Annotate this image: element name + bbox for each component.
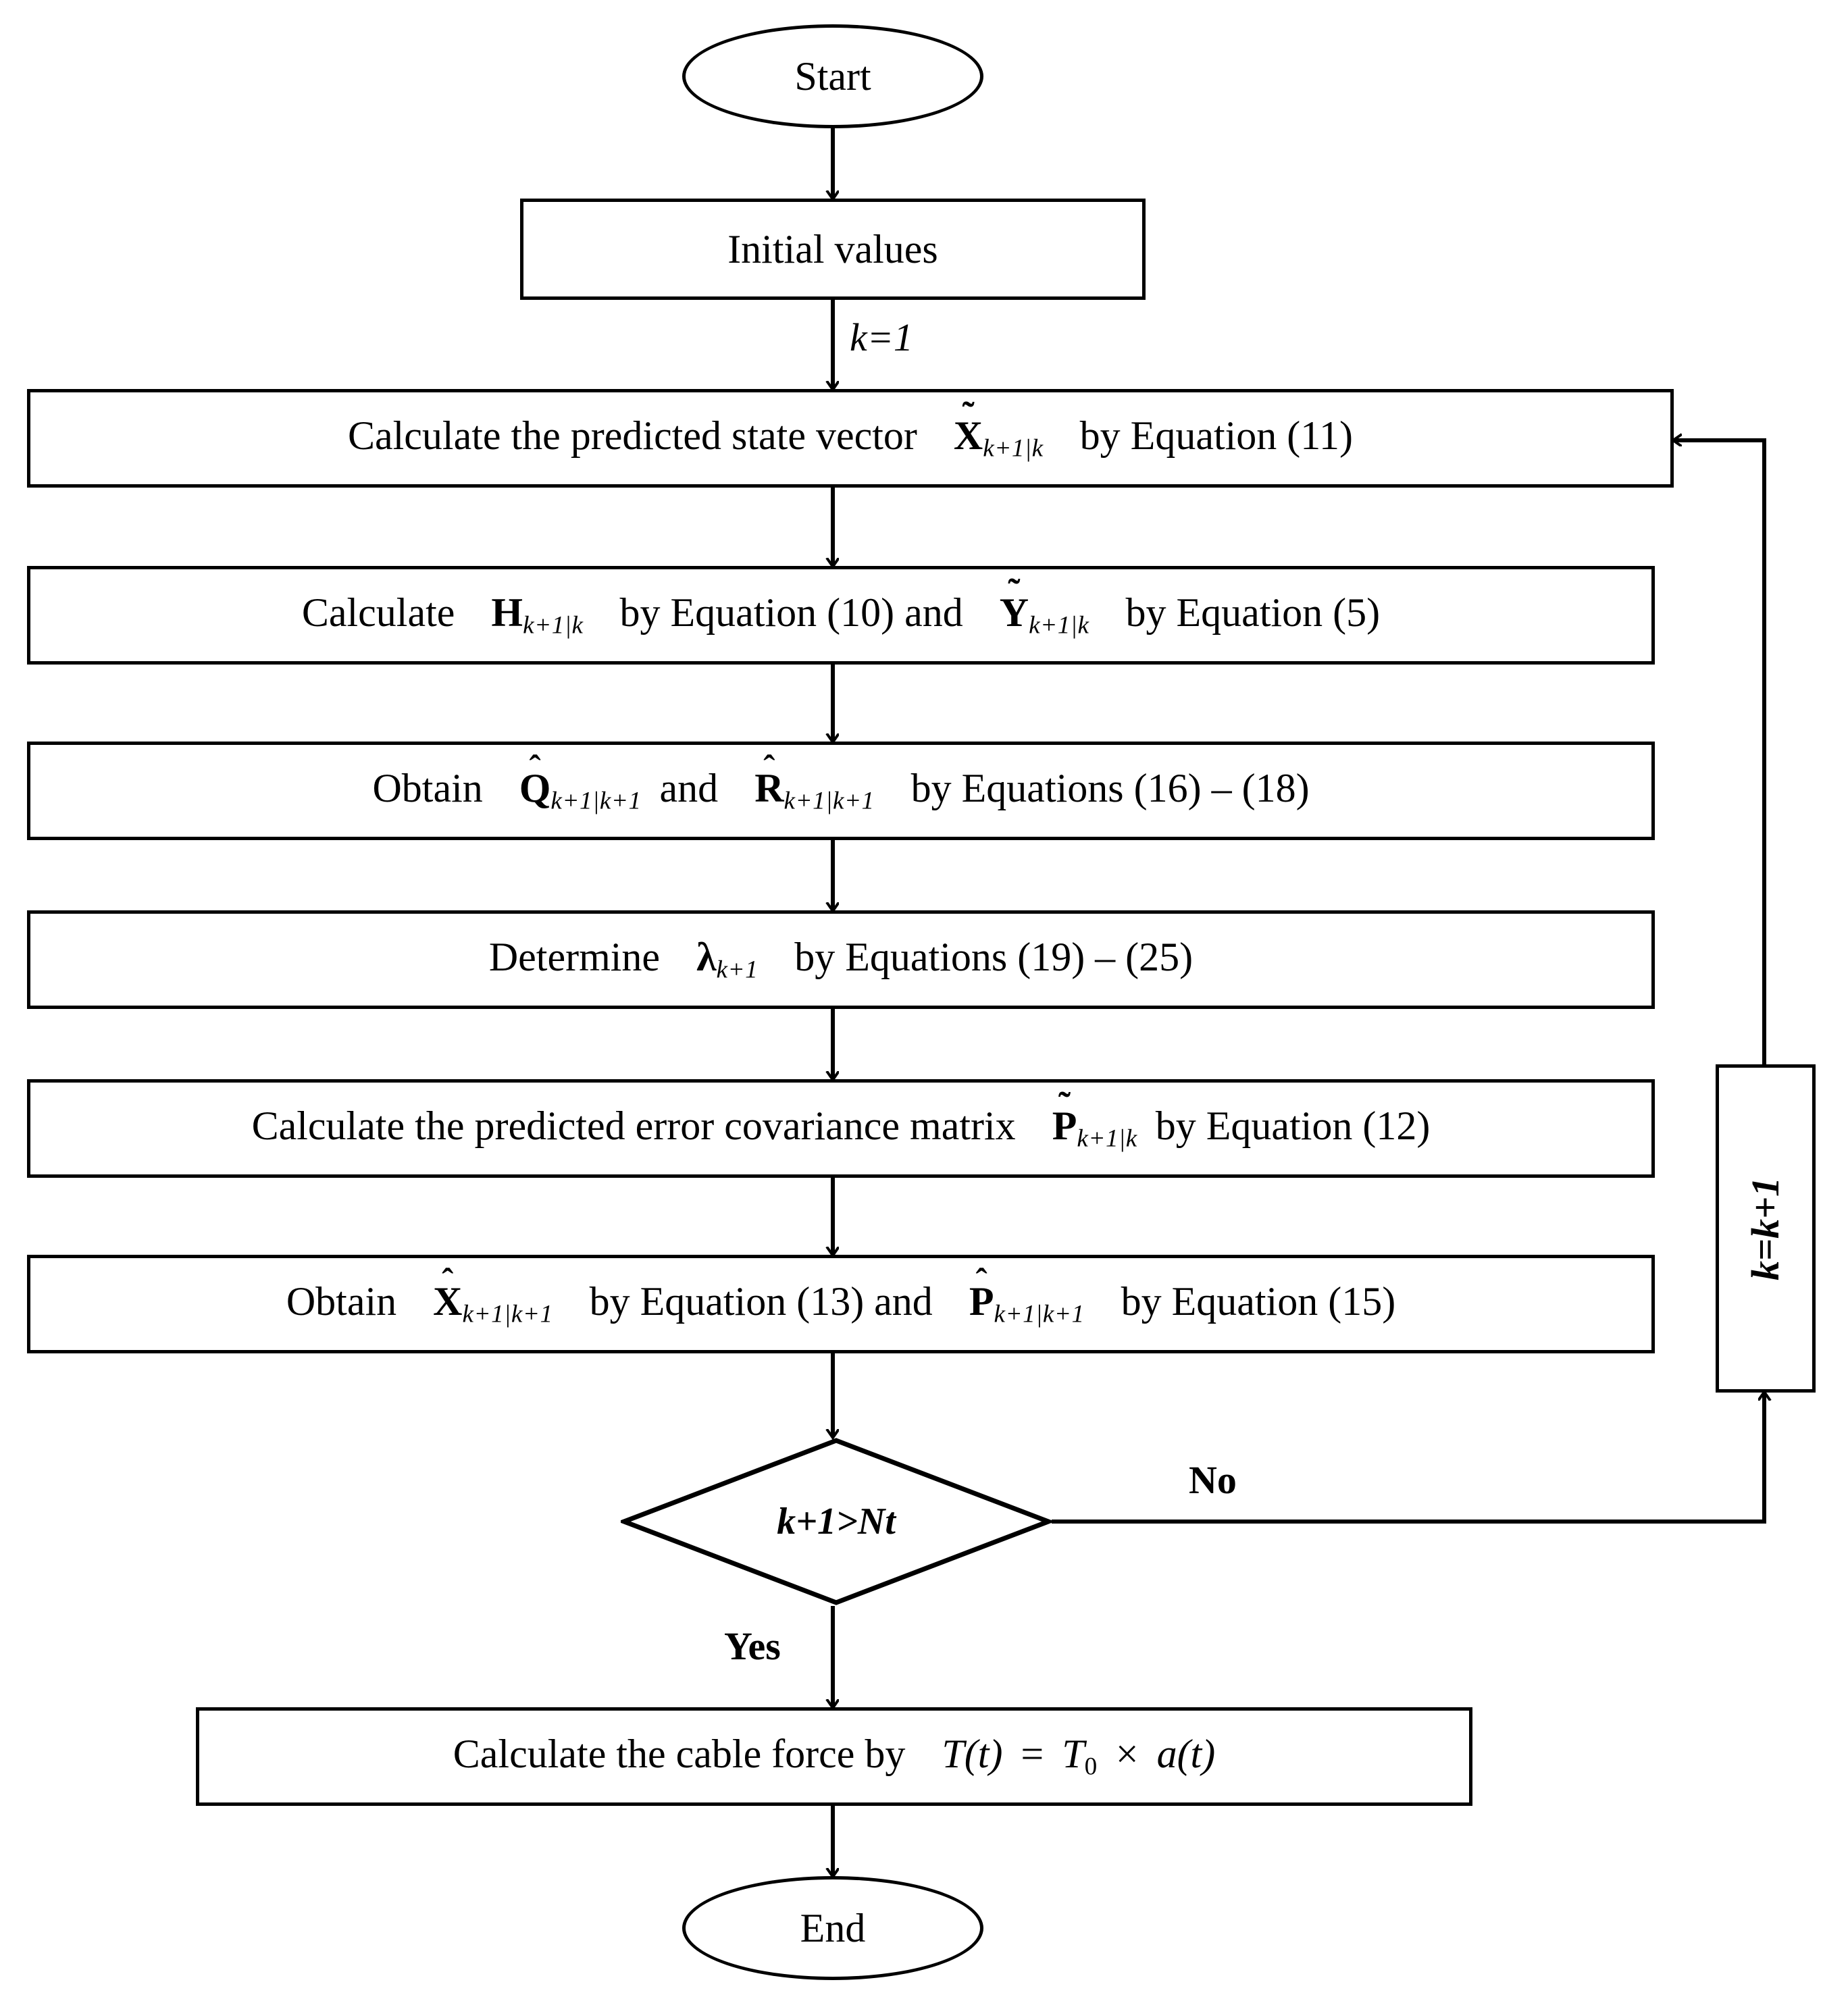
cable-force-rhs-base: T: [1062, 1732, 1085, 1777]
node-start-label: Start: [794, 53, 871, 99]
determine-lambda-variable: λ: [696, 935, 717, 980]
obtain-q-r-variable2: ̂R: [754, 766, 784, 811]
obtain-q-r-variable1: ̂Q: [519, 766, 551, 811]
calc-h-y-text-before: Calculate: [301, 590, 455, 635]
predict-state-subscript: k+1|k: [983, 434, 1044, 463]
calc-h-y-variable2: ˜Y: [999, 571, 1029, 635]
node-obtain-x-p-label: Obtain̂Xk+1|k+1by Equation (13) and̂Pk+1…: [286, 1278, 1395, 1329]
node-initial-values[interactable]: Initial values: [520, 199, 1146, 300]
cable-force-rhs-sub: 0: [1084, 1753, 1098, 1781]
cable-force-lhs: T(t): [942, 1732, 1003, 1777]
obtain-q-r-subscript1: k+1|k+1: [550, 787, 642, 815]
calc-h-y-text-middle: by Equation (10) and: [619, 590, 963, 635]
determine-lambda-text-after: by Equations (19) – (25): [794, 935, 1194, 980]
calc-h-y-text-after: by Equation (5): [1125, 590, 1381, 635]
obtain-q-r-text-middle: and: [659, 766, 719, 811]
node-determine-lambda[interactable]: Determine λk+1 by Equations (19) – (25): [27, 910, 1655, 1009]
node-predict-covariance[interactable]: Calculate the predicted error covariance…: [27, 1079, 1655, 1178]
node-end-label: End: [800, 1905, 866, 1950]
node-end[interactable]: End: [682, 1876, 983, 1980]
cable-force-times: ×: [1115, 1732, 1139, 1777]
node-predict-covariance-label: Calculate the predicted error covariance…: [251, 1085, 1431, 1153]
cable-force-tail: a(t): [1156, 1732, 1216, 1777]
predict-state-text-before: Calculate the predicted state vector: [347, 413, 917, 459]
cable-force-text-before: Calculate the cable force by: [453, 1732, 906, 1777]
obtain-x-p-subscript2: k+1|k+1: [994, 1300, 1085, 1328]
predict-cov-text-after: by Equation (12): [1155, 1104, 1431, 1149]
edge-label-no: No: [1189, 1458, 1237, 1502]
node-cable-force-label: Calculate the cable force by T(t) = T0 × a(t): [453, 1731, 1215, 1782]
obtain-x-p-variable2: ̂P: [969, 1279, 994, 1324]
predict-cov-variable: ˜P: [1052, 1085, 1077, 1149]
obtain-x-p-variable1: ̂X: [433, 1279, 463, 1324]
node-increment-k-label: k=k+1: [1743, 1176, 1788, 1280]
node-start[interactable]: Start: [682, 24, 983, 128]
edge-label-yes: Yes: [724, 1624, 781, 1668]
obtain-q-r-text-after: by Equations (16) – (18): [910, 766, 1310, 811]
obtain-x-p-text-middle: by Equation (13) and: [589, 1279, 933, 1324]
obtain-x-p-subscript1: k+1|k+1: [462, 1300, 553, 1328]
node-cable-force[interactable]: Calculate the cable force by T(t) = T0 × a(t): [196, 1707, 1472, 1806]
calc-h-y-variable1: H: [491, 590, 523, 635]
predict-cov-text-before: Calculate the predicted error covariance…: [251, 1104, 1016, 1149]
node-decision[interactable]: k+1>Nt: [621, 1437, 1052, 1606]
node-obtain-x-p[interactable]: Obtain̂Xk+1|k+1by Equation (13) and̂Pk+1…: [27, 1255, 1655, 1353]
obtain-x-p-text-after: by Equation (15): [1121, 1279, 1396, 1324]
node-determine-lambda-label: Determine λk+1 by Equations (19) – (25): [489, 934, 1193, 985]
node-predict-state-label: Calculate the predicted state vector ˜Xk+…: [347, 394, 1354, 463]
node-increment-k[interactable]: k=k+1: [1716, 1064, 1816, 1393]
node-predict-state[interactable]: Calculate the predicted state vector ˜Xk+…: [27, 389, 1674, 488]
edge-label-k-init: k=1: [850, 315, 913, 359]
predict-cov-subscript: k+1|k: [1077, 1124, 1137, 1153]
node-decision-label: k+1>Nt: [777, 1501, 896, 1542]
calc-h-y-subscript1: k+1|k: [523, 611, 584, 640]
determine-lambda-subscript: k+1: [716, 956, 759, 984]
decision-diamond-shape: [621, 1438, 1052, 1605]
obtain-q-r-text-before: Obtain: [372, 766, 483, 811]
determine-lambda-text-before: Determine: [488, 935, 661, 980]
predict-state-text-after: by Equation (11): [1079, 413, 1354, 459]
obtain-x-p-text-before: Obtain: [286, 1279, 397, 1324]
calc-h-y-subscript2: k+1|k: [1029, 611, 1089, 640]
cable-force-op: =: [1021, 1732, 1044, 1777]
node-initial-values-label: Initial values: [727, 226, 938, 271]
predict-state-variable: ˜X: [953, 394, 983, 459]
obtain-q-r-subscript2: k+1|k+1: [784, 787, 875, 815]
